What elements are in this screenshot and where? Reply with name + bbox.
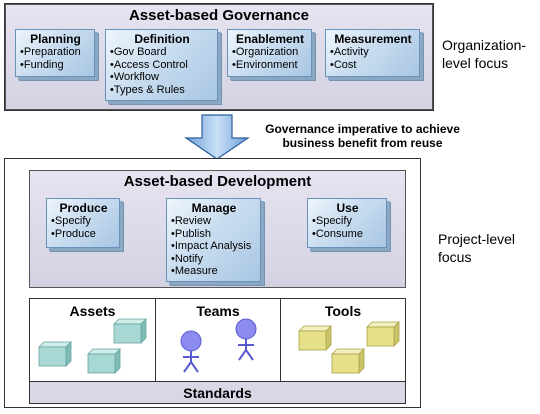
enablement-box: Enablement Organization Environment [227,29,312,77]
produce-item: Produce [51,228,116,241]
planning-box: Planning Preparation Funding [15,29,95,77]
measurement-title: Measurement [334,32,412,46]
organization-level-line2: level focus [442,55,509,71]
produce-box: Produce Specify Produce [46,198,120,248]
assets-title: Assets [69,303,116,319]
manage-item: Measure [171,265,257,278]
definition-item: Types & Rules [110,84,214,97]
governance-title: Asset-based Governance [128,7,310,24]
manage-item: Impact Analysis [171,240,257,253]
organization-level-label: Organization- level focus [442,36,526,72]
use-item: Consume [312,228,383,241]
person-icon [180,330,202,373]
manage-item: Review [171,215,257,228]
standards-bar: Standards [29,381,406,404]
definition-item: Workflow [110,71,214,84]
definition-box: Definition Gov Board Access Control Work… [105,29,218,101]
manage-box: Manage Review Publish Impact Analysis No… [166,198,261,282]
down-arrow-icon [184,114,250,160]
person-icon [235,318,257,361]
enablement-item: Organization [232,46,308,59]
asset-cube-icon [113,318,147,344]
standards-label: Standards [183,385,252,401]
asset-cube-icon [87,348,121,374]
use-box: Use Specify Consume [307,198,387,248]
measurement-item: Cost [330,59,416,72]
planning-title: Planning [30,32,81,46]
teams-cell: Teams [155,298,281,382]
enablement-title: Enablement [235,32,304,46]
definition-item: Access Control [110,59,214,72]
use-title: Use [336,201,359,215]
enablement-item: Environment [232,59,308,72]
arrow-caption: Governance imperative to achieve busines… [250,122,475,150]
teams-title: Teams [196,303,240,319]
project-level-line2: focus [438,249,472,265]
manage-title: Manage [191,201,237,215]
project-level-label: Project-level focus [438,230,515,266]
definition-title: Definition [134,32,190,46]
produce-item: Specify [51,215,116,228]
planning-item: Preparation [20,46,91,59]
tool-cube-icon [366,321,400,347]
asset-cube-icon [38,341,72,367]
measurement-box: Measurement Activity Cost [325,29,420,77]
planning-item: Funding [20,59,91,72]
project-level-line1: Project-level [438,231,516,247]
tool-cube-icon [298,325,332,351]
tools-title: Tools [324,303,362,319]
definition-item: Gov Board [110,46,214,59]
produce-title: Produce [59,201,108,215]
organization-level-line1: Organization- [442,37,527,53]
use-item: Specify [312,215,383,228]
manage-item: Notify [171,253,257,266]
development-title: Asset-based Development [123,173,312,190]
measurement-item: Activity [330,46,416,59]
manage-item: Publish [171,228,257,241]
arrow-caption-line1: Governance imperative to achieve [265,122,460,136]
arrow-caption-line2: business benefit from reuse [282,136,443,150]
tool-cube-icon [331,348,365,374]
